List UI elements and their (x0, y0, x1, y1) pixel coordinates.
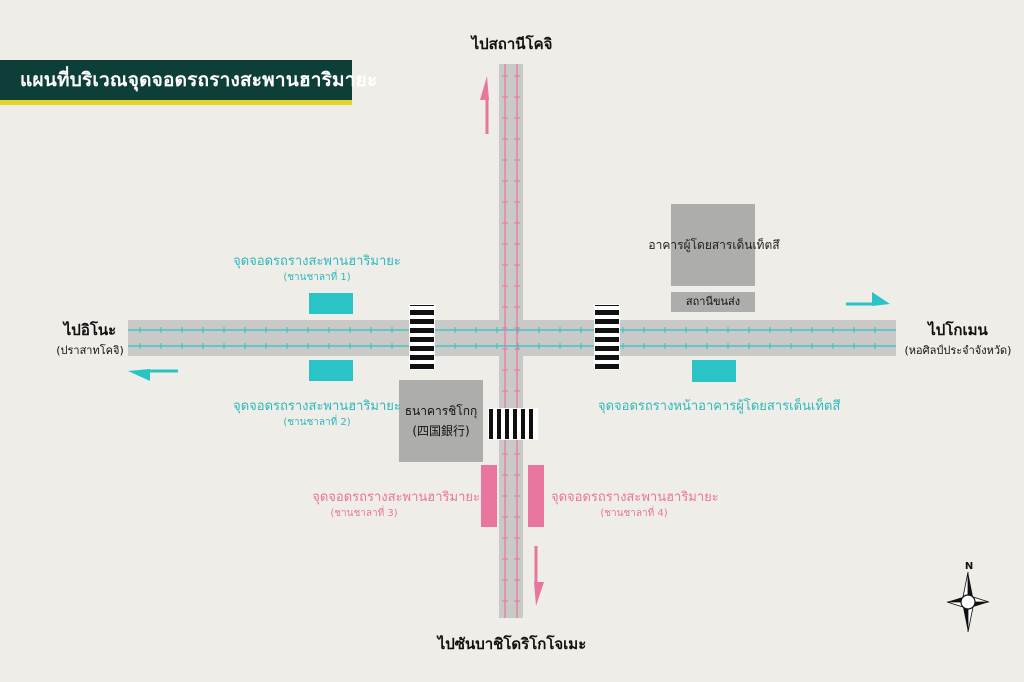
arrow-west-icon (128, 369, 178, 381)
building-passenger-terminal (671, 204, 755, 286)
compass-icon (946, 571, 990, 633)
bank-name: ธนาคารชิโกกุ (404, 403, 478, 418)
title-banner: แผนที่บริเวณจุดจอดรถรางสะพานฮาริมายะ (0, 60, 377, 105)
direction-north-label: ไปสถานีโคจิ (471, 35, 553, 53)
stop-marker-platform-4[interactable] (528, 465, 544, 527)
arrow-south-icon (534, 546, 544, 606)
stop-marker-front-building[interactable] (692, 360, 736, 382)
stop-marker-platform-3[interactable] (481, 465, 497, 527)
direction-south-label: ไปซันบาชิโดริโกโจเมะ (437, 635, 587, 653)
compass-north-label: N (964, 561, 974, 572)
direction-east-label: ไปโกเมน (928, 321, 988, 339)
crosswalk-south (488, 408, 538, 440)
direction-east-sublabel: (หอศิลป์ประจำจังหวัด) (904, 344, 1012, 357)
stop-1-label: จุดจอดรถรางสะพานฮาริมายะ (233, 254, 401, 269)
stop-2-label: จุดจอดรถรางสะพานฮาริมายะ (233, 399, 401, 414)
crosswalk-west (409, 304, 435, 370)
building-transport-station: สถานีขนส่ง (671, 292, 755, 312)
page-title: แผนที่บริเวณจุดจอดรถรางสะพานฮาริมายะ (20, 69, 378, 91)
crosswalk-east (594, 304, 620, 370)
stop-1-sublabel: (ชานชาลาที่ 1) (283, 272, 351, 283)
stop-marker-platform-1[interactable] (309, 293, 353, 314)
direction-west-label: ไปอิโนะ (63, 321, 117, 339)
arrow-east-icon (846, 292, 890, 306)
stop-3-sublabel: (ชานชาลาที่ 3) (330, 508, 398, 519)
building-shikoku-bank: ธนาคารชิโกกุ (四国銀行) (399, 380, 483, 462)
arrow-north-icon (480, 76, 489, 134)
building-passenger-terminal-label: อาคารผู้โดยสารเด็นเท็ตสึ (648, 238, 780, 252)
road-north-south (499, 64, 523, 618)
stop-3-label: จุดจอดรถรางสะพานฮาริมายะ (312, 490, 480, 505)
stop-4-sublabel: (ชานชาลาที่ 4) (600, 508, 668, 519)
direction-west-sublabel: (ปราสาทโคจิ) (56, 344, 124, 357)
stop-2-sublabel: (ชานชาลาที่ 2) (283, 417, 351, 428)
bank-name-japanese: (四国銀行) (412, 424, 470, 438)
stop-marker-platform-2[interactable] (309, 360, 353, 381)
stop-4-label: จุดจอดรถรางสะพานฮาริมายะ (551, 490, 719, 505)
stop-front-building-label: จุดจอดรถรางหน้าอาคารผู้โดยสารเด็นเท็ตสึ (598, 399, 841, 414)
